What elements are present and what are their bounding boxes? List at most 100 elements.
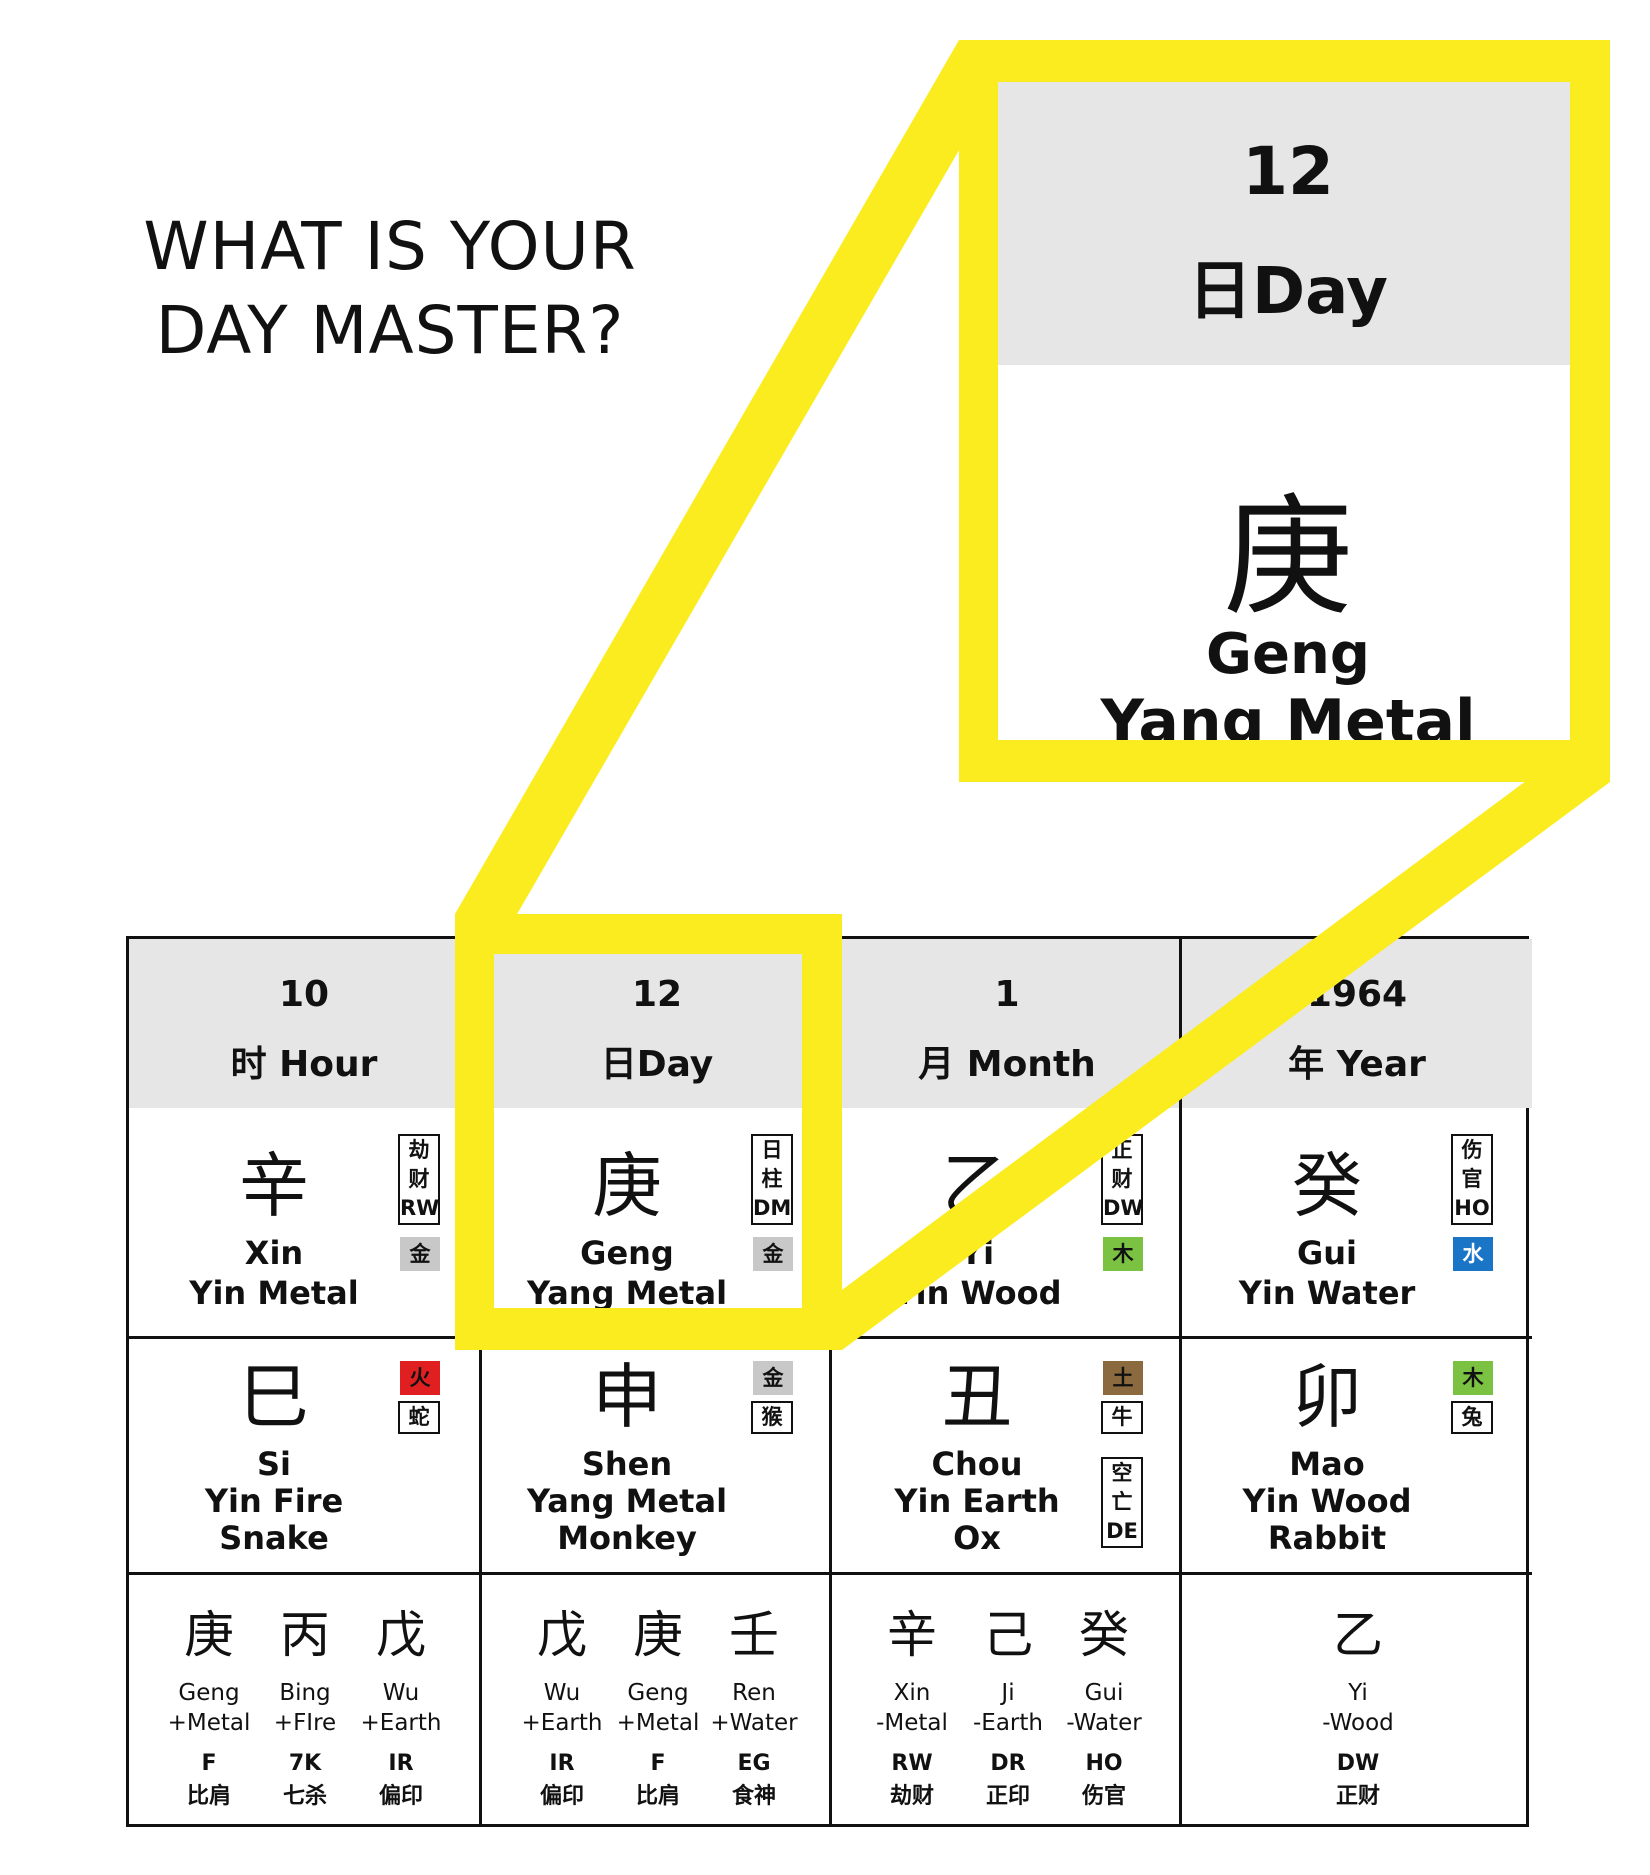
hidden-stem-glyph: 戊 (376, 1606, 426, 1664)
hidden-stem-pinyin: Ji (1001, 1680, 1015, 1706)
animal-tag: 蛇 (398, 1401, 440, 1434)
ten-god-cn-2: 官 (1461, 1167, 1483, 1191)
zoom-header: 12 日Day (998, 82, 1578, 365)
hidden-stem-cn: 正印 (985, 1784, 1030, 1809)
hidden-stem-glyph: 丙 (280, 1606, 330, 1664)
empty-death-cn-1: 空 (1111, 1461, 1133, 1485)
ten-god-code: RW (400, 1196, 440, 1220)
branch-element: Yang Metal (526, 1482, 728, 1520)
hidden-stems-cell: 庚 Geng +Metal F 比肩 丙 Bing +FIre 7K 七杀 戊 … (129, 1575, 479, 1824)
animal-tag: 猴 (751, 1401, 793, 1434)
branch-element: Yin Wood (1242, 1482, 1412, 1520)
connector-lower-right (815, 772, 1610, 1350)
heading-line-2: DAY MASTER? (155, 292, 625, 369)
branch-element: Yin Earth (894, 1482, 1060, 1520)
hidden-stem-glyph: 庚 (633, 1606, 683, 1664)
element-chip: 火 (400, 1361, 440, 1395)
hidden-stem-code: HO (1085, 1751, 1123, 1776)
ten-god-code: DM (753, 1196, 792, 1220)
earthly-branch-cell: 申 Shen Yang Metal Monkey 金 猴 (482, 1339, 832, 1575)
element-chip: 金 (753, 1237, 793, 1271)
day-master-zoom: 12 日Day 庚 Geng Yang Metal (998, 82, 1578, 757)
element-chip: 木 (1103, 1237, 1143, 1271)
animal-tag: 牛 (1101, 1401, 1143, 1434)
zoom-day-number: 12 (1242, 133, 1334, 210)
branch-glyph: 申 (592, 1356, 662, 1438)
pillar-header: 1 月 Month (832, 939, 1182, 1108)
hidden-stem-element: +Earth (521, 1710, 603, 1736)
hidden-stem-code: IR (388, 1751, 414, 1776)
hidden-stem-glyph: 壬 (729, 1606, 779, 1664)
bazi-chart-table: 10 时 Hour 辛 Xin Yin Metal 劫 财 RW 金 巳 Si … (126, 936, 1532, 1827)
hidden-stem-code: F (201, 1751, 217, 1776)
ten-god-cn-2: 财 (1111, 1167, 1133, 1191)
hidden-stem-element: +Water (710, 1710, 798, 1736)
branch-animal: Ox (953, 1519, 1001, 1557)
hidden-stem-code: F (650, 1751, 666, 1776)
hidden-stem-code: RW (891, 1751, 933, 1776)
hidden-stem-cn: 比肩 (186, 1784, 231, 1809)
ten-god-cn-2: 柱 (761, 1167, 783, 1191)
empty-death-code: DE (1106, 1519, 1138, 1543)
hidden-stem-glyph: 辛 (887, 1606, 937, 1664)
hidden-stem-cn: 偏印 (539, 1784, 584, 1809)
stem-glyph: 辛 (239, 1145, 309, 1227)
stem-glyph: 癸 (1292, 1145, 1362, 1227)
ten-god-tag: 日 柱 DM (751, 1134, 793, 1225)
hidden-stem-pinyin: Wu (382, 1680, 420, 1706)
hidden-stem-element: +Earth (360, 1710, 442, 1736)
hidden-stem-code: DR (990, 1751, 1026, 1776)
branch-animal: Snake (219, 1519, 329, 1557)
ten-god-code: HO (1454, 1196, 1490, 1220)
yellow-connector-band (455, 40, 1610, 1350)
connector-upper-left (455, 40, 995, 954)
ten-god-cn-1: 伤 (1461, 1138, 1483, 1162)
hidden-stem-cn: 食神 (731, 1784, 776, 1809)
hidden-stem-pinyin: Xin (893, 1680, 931, 1706)
earthly-branch-cell: 卯 Mao Yin Wood Rabbit 木 兔 (1182, 1339, 1532, 1575)
branch-animal: Monkey (557, 1519, 697, 1557)
pillar-header: 12 日Day (482, 939, 832, 1108)
hidden-stem-cn: 伤官 (1081, 1784, 1126, 1809)
hidden-stems-cell: 辛 Xin -Metal RW 劫财 己 Ji -Earth DR 正印 癸 G… (832, 1575, 1182, 1824)
stem-element: Yang Metal (526, 1274, 728, 1312)
hidden-stem-pinyin: Gui (1084, 1680, 1124, 1706)
hidden-stem-element: +Metal (167, 1710, 251, 1736)
hidden-stem-element: +Metal (616, 1710, 700, 1736)
hidden-stem-element: -Water (1066, 1710, 1142, 1736)
element-chip: 金 (753, 1361, 793, 1395)
animal-tag: 兔 (1451, 1401, 1493, 1434)
pillar-number: 1 (994, 974, 1020, 1015)
hidden-stem-code: DW (1336, 1751, 1380, 1776)
pillar-label: 月 Month (918, 1044, 1096, 1085)
pillar-label: 年 Year (1288, 1044, 1426, 1085)
branch-name: Chou (931, 1445, 1023, 1483)
branch-element: Yin Fire (204, 1482, 344, 1520)
hidden-stem-glyph: 乙 (1333, 1606, 1383, 1664)
hidden-stem-pinyin: Wu (543, 1680, 581, 1706)
hidden-stem-cn: 正财 (1335, 1784, 1380, 1809)
stem-name: Geng (580, 1234, 674, 1272)
hidden-stem-pinyin: Geng (178, 1680, 240, 1706)
ten-god-code: DW (1103, 1196, 1144, 1220)
hidden-stem-pinyin: Geng (627, 1680, 689, 1706)
ten-god-tag: 劫 财 RW (398, 1134, 440, 1225)
empty-death-cn-2: 亡 (1111, 1490, 1133, 1514)
element-chip: 木 (1453, 1361, 1493, 1395)
hidden-stem-element: -Metal (876, 1710, 948, 1736)
hidden-stem-glyph: 庚 (184, 1606, 234, 1664)
pillar-hour: 10 时 Hour 辛 Xin Yin Metal 劫 财 RW 金 巳 Si … (129, 939, 479, 1824)
hidden-stem-glyph: 癸 (1079, 1606, 1129, 1664)
hidden-stem-pinyin: Yi (1348, 1680, 1368, 1706)
pillar-label: 日Day (600, 1044, 714, 1085)
hidden-stems-cell: 乙 Yi -Wood DW 正财 (1182, 1575, 1532, 1824)
hidden-stem-code: IR (549, 1751, 575, 1776)
hidden-stems-cell: 戊 Wu +Earth IR 偏印 庚 Geng +Metal F 比肩 壬 R… (482, 1575, 832, 1824)
pillar-number: 10 (278, 974, 330, 1015)
heavenly-stem-cell: 辛 Xin Yin Metal 劫 财 RW 金 (129, 1108, 479, 1339)
ten-god-tag: 伤 官 HO (1451, 1134, 1493, 1225)
stem-glyph: 庚 (592, 1145, 662, 1227)
hidden-stem-cn: 偏印 (378, 1784, 423, 1809)
hidden-stem-cn: 七杀 (282, 1784, 327, 1809)
